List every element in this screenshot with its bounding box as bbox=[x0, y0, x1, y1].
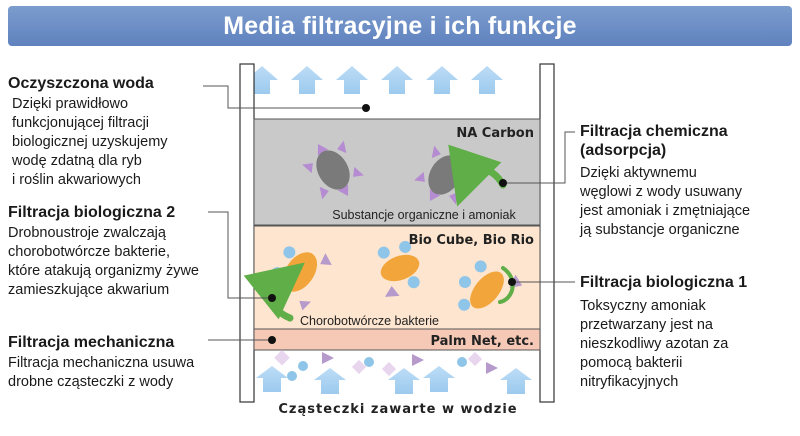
particle-dot bbox=[364, 357, 374, 367]
particle-triangle bbox=[486, 362, 498, 374]
particle-diamond bbox=[274, 349, 290, 366]
up-arrow-icon bbox=[314, 368, 346, 394]
bio-layer-label: Bio Cube, Bio Rio bbox=[409, 233, 534, 248]
outflow-arrows bbox=[246, 66, 503, 94]
particle-diamond bbox=[351, 359, 367, 375]
chem-line-1: Dzięki aktywnemu bbox=[580, 165, 697, 181]
bio2-leader bbox=[208, 211, 272, 299]
up-arrow-icon bbox=[426, 66, 458, 94]
chem-leader bbox=[503, 131, 575, 184]
bio1-line-5: nitryfikacyjnych bbox=[580, 374, 679, 390]
bio1-line-4: pomocą bakterii bbox=[580, 355, 683, 371]
particle-diamond bbox=[381, 361, 397, 377]
chem-dot bbox=[499, 179, 507, 187]
bio-layer-note: Chorobotwórcze bakterie bbox=[300, 314, 439, 328]
carbon-particle bbox=[302, 140, 364, 200]
bio2-heading: Filtracja biologiczna 2 bbox=[8, 204, 176, 221]
particle-triangle bbox=[322, 352, 334, 364]
up-arrow-icon bbox=[388, 368, 420, 394]
up-arrow-icon bbox=[423, 366, 455, 392]
bio1-heading: Filtracja biologiczna 1 bbox=[580, 274, 748, 291]
bio1-line-3: nieszkodliwy azotan za bbox=[580, 336, 729, 352]
chem-line-2: węglowi z wody usuwany bbox=[580, 184, 742, 200]
bio1-dot bbox=[508, 278, 516, 286]
right-wall bbox=[539, 63, 555, 403]
up-arrow-icon bbox=[471, 66, 503, 94]
clean-water-line-4: wodę zdatną dla ryb bbox=[12, 153, 142, 169]
chem-line-4: ją substancje organiczne bbox=[580, 222, 740, 238]
inflow-arrows bbox=[256, 366, 532, 394]
page-title: Media filtracyjne i ich funkcje bbox=[223, 11, 577, 40]
clean-water-heading: Oczyszczona woda bbox=[8, 75, 154, 92]
particle-dot bbox=[287, 371, 297, 381]
bacteria-cluster bbox=[377, 240, 420, 297]
clean-water-leader bbox=[203, 85, 366, 109]
callout-dots bbox=[268, 104, 516, 344]
up-arrow-icon bbox=[256, 366, 288, 392]
green-arrow-icon bbox=[498, 266, 515, 304]
raw-water-particles bbox=[274, 349, 498, 381]
bio2-line-1: Drobnoustroje zwalczają bbox=[8, 225, 166, 241]
clean-water-line-1: Dzięki prawidłowo bbox=[12, 96, 129, 112]
mech-line-1: Filtracja mechaniczna usuwa bbox=[8, 355, 195, 371]
left-wall bbox=[239, 63, 255, 403]
chem-heading-line-1: Filtracja chemiczna bbox=[580, 123, 728, 140]
particle-diamond bbox=[467, 351, 483, 367]
bio2-dot bbox=[268, 294, 276, 302]
up-arrow-icon bbox=[381, 66, 413, 94]
bio2-line-4: zamieszkujące akwarium bbox=[8, 282, 170, 298]
bottom-label: Cząsteczki zawarte w wodzie bbox=[278, 402, 517, 417]
mech-layer-label: Palm Net, etc. bbox=[430, 334, 534, 349]
bio1-line-2: przetwarzany jest na bbox=[580, 317, 713, 333]
clean-water-dot bbox=[362, 104, 370, 112]
chem-line-3: jest amoniak i zmętniające bbox=[580, 203, 751, 219]
particle-dot bbox=[457, 357, 467, 367]
up-arrow-icon bbox=[500, 368, 532, 394]
clean-water-line-2: funkcjonującej filtracji bbox=[12, 115, 150, 131]
particle-dot bbox=[298, 361, 308, 371]
green-arrow-icon bbox=[448, 144, 507, 207]
bio2-line-3: które atakują organizmy żywe bbox=[8, 263, 199, 279]
clean-water-line-3: biologicznej uzyskujemy bbox=[12, 134, 168, 150]
clean-water-line-5: i roślin akwariowych bbox=[12, 172, 141, 188]
chem-heading-line-2: (adsorpcja) bbox=[580, 142, 667, 159]
title-banner: Media filtracyjne i ich funkcje bbox=[8, 6, 792, 46]
up-arrow-icon bbox=[291, 66, 323, 94]
carbon-layer-note: Substancje organiczne i amoniak bbox=[332, 208, 516, 222]
bio1-line-1: Toksyczny amoniak bbox=[580, 298, 706, 314]
mech-heading: Filtracja mechaniczna bbox=[8, 334, 175, 351]
mech-line-2: drobne cząsteczki z wody bbox=[8, 374, 174, 390]
carbon-layer-label: NA Carbon bbox=[456, 126, 534, 141]
mech-dot bbox=[268, 336, 276, 344]
callout-lines bbox=[203, 85, 575, 341]
bio2-line-2: chorobotwórcze bakterie, bbox=[8, 244, 170, 260]
particle-triangle bbox=[412, 354, 424, 366]
up-arrow-icon bbox=[336, 66, 368, 94]
